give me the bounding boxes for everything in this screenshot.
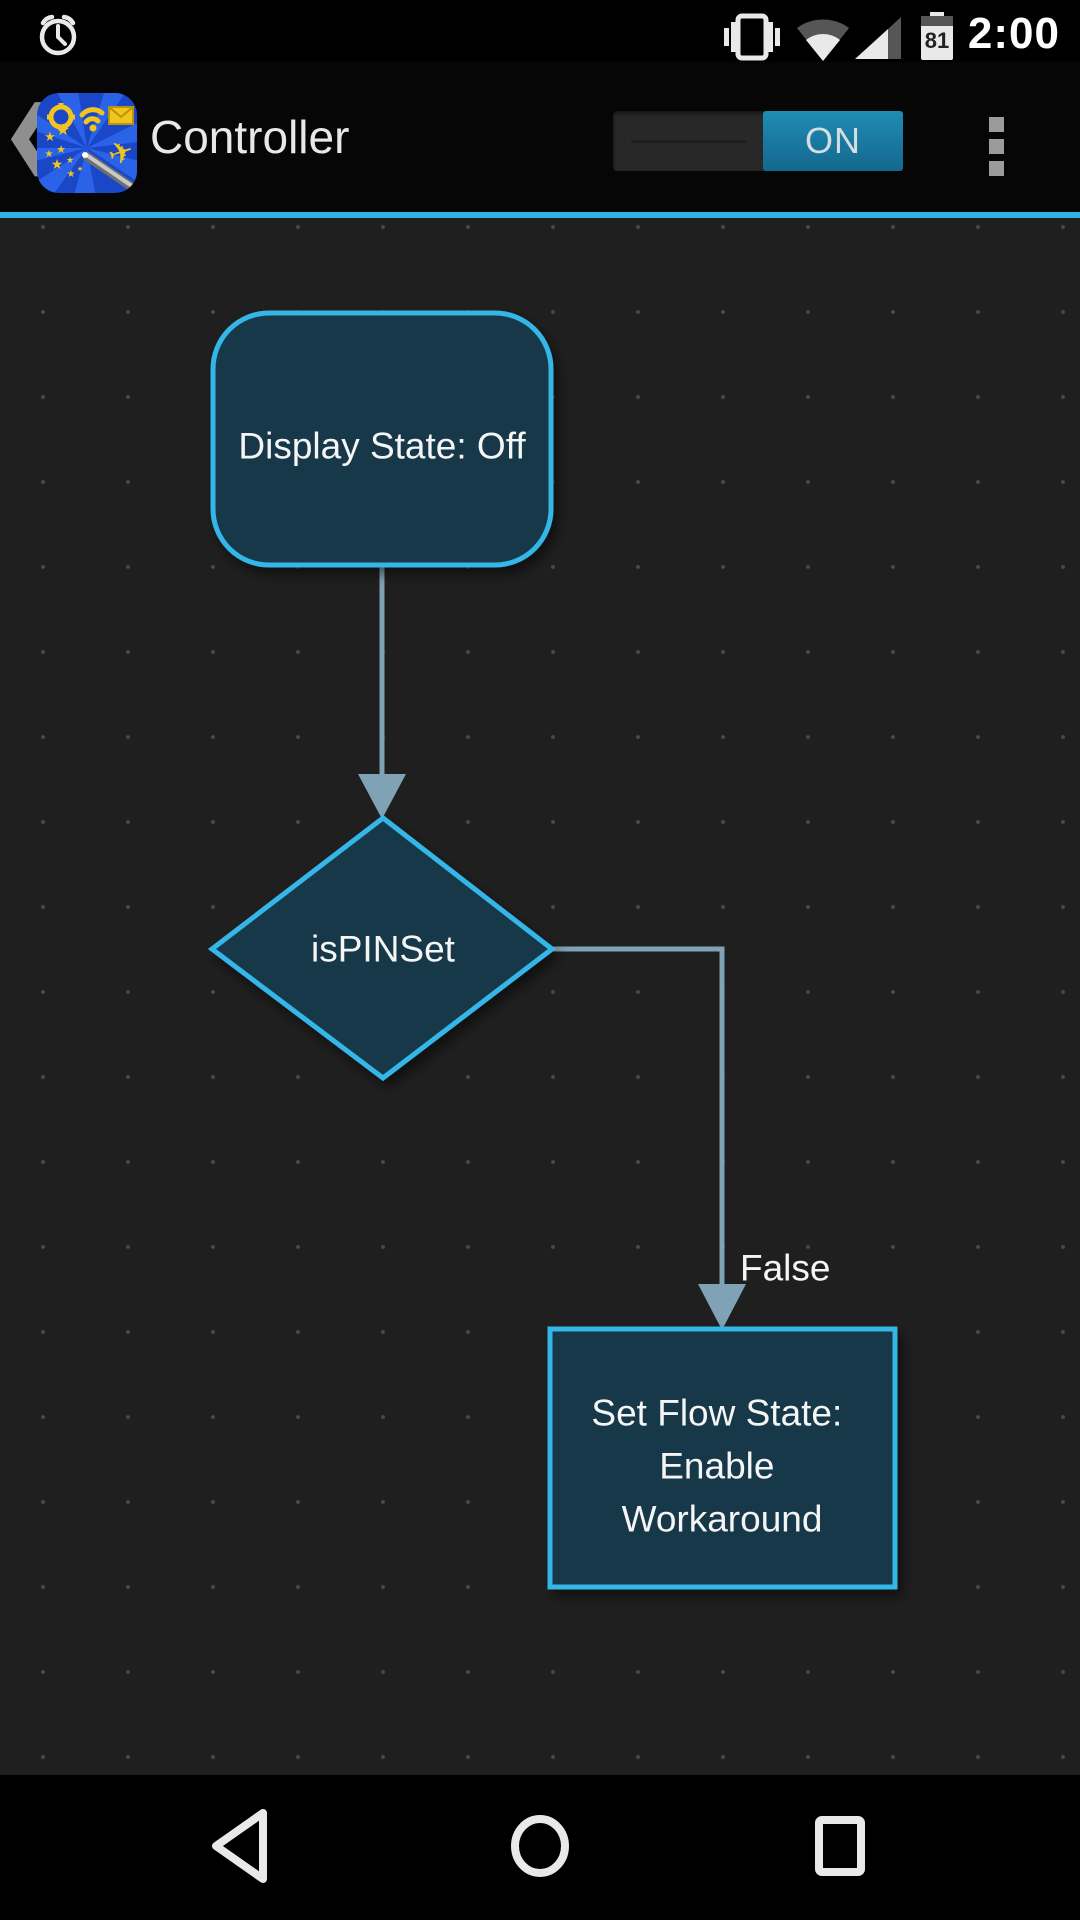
flowchart-canvas[interactable]: False Display State: Off isPINSet Set Fl…	[0, 218, 1080, 1775]
branch-label: False	[740, 1248, 830, 1289]
flow-node-set-flow-state[interactable]: Set Flow State: Enable Workaround	[547, 1326, 898, 1590]
status-clock: 2:00	[967, 9, 1060, 58]
battery-percent: 81	[925, 28, 949, 53]
flow-node-label: isPINSet	[311, 929, 456, 970]
svg-text:★: ★	[77, 165, 83, 173]
connector-decision-to-node2: False	[552, 946, 830, 1330]
flow-node-label: Set Flow State: Enable Workaround	[591, 1380, 852, 1540]
navigation-bar	[0, 1775, 1080, 1920]
back-icon[interactable]	[212, 1809, 267, 1883]
wifi-icon	[797, 19, 849, 61]
accent-divider	[0, 212, 1080, 218]
arrowhead-down-icon	[358, 774, 406, 819]
toggle-thumb[interactable]: ON	[763, 111, 903, 171]
svg-text:★: ★	[56, 144, 66, 156]
status-bar: 81 2:00	[0, 0, 1080, 62]
svg-text:★: ★	[67, 169, 76, 180]
flow-node-decision[interactable]: isPINSet	[207, 814, 557, 1082]
svg-text:★: ★	[66, 155, 74, 165]
svg-text:★: ★	[51, 156, 64, 172]
vibrate-icon	[724, 13, 780, 61]
svg-text:★: ★	[56, 122, 70, 139]
signal-icon	[855, 17, 901, 59]
page-title: Controller	[150, 111, 350, 163]
overflow-menu-icon[interactable]	[989, 117, 1004, 176]
flow-enabled-toggle[interactable]: ON	[613, 111, 903, 171]
home-icon[interactable]	[511, 1815, 569, 1877]
alarm-icon	[39, 14, 77, 56]
flow-node-display-state[interactable]: Display State: Off	[210, 310, 554, 568]
battery-icon: 81	[921, 12, 953, 60]
app-logo-icon[interactable]: ✈ ★★ ★★ ★★ ★★	[37, 93, 137, 193]
svg-text:★: ★	[44, 129, 56, 144]
recents-icon[interactable]	[815, 1816, 865, 1876]
arrowhead-down-icon	[698, 1284, 746, 1330]
app-bar: ❮ ✈ ★★ ★★ ★★ ★★	[0, 62, 1080, 212]
flow-node-label: Display State: Off	[238, 426, 526, 467]
connector-node1-to-decision	[358, 567, 406, 819]
svg-text:★: ★	[45, 149, 54, 160]
toggle-groove	[631, 140, 746, 143]
